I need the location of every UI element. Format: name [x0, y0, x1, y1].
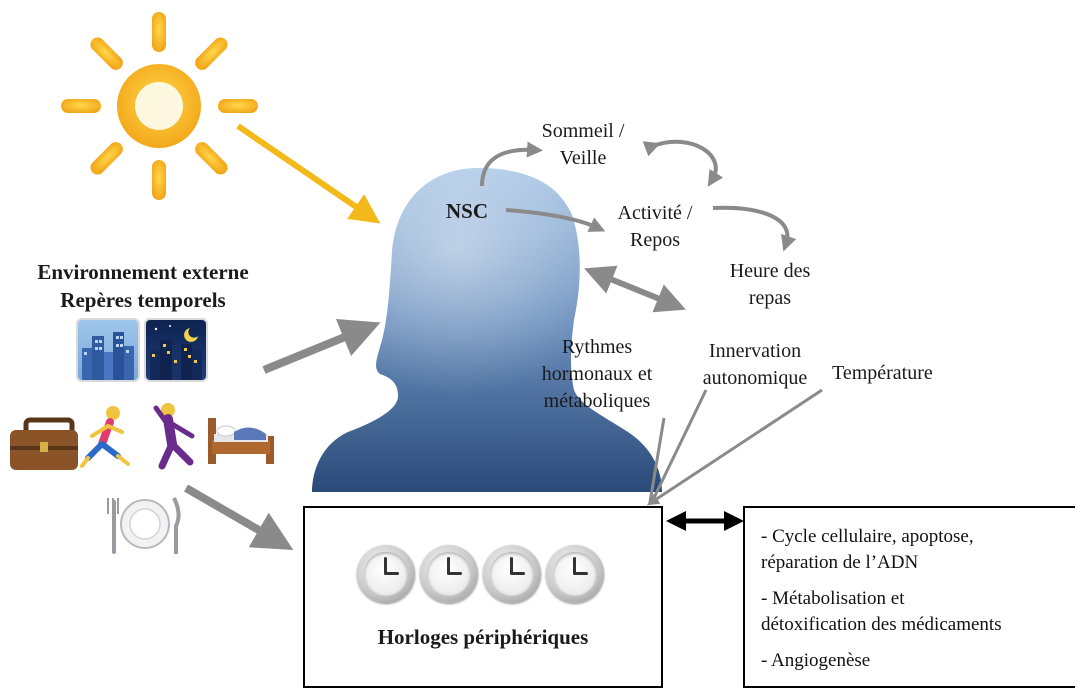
rythmes-line3: métaboliques [543, 390, 651, 412]
temperature-label: Température [832, 362, 933, 384]
sommeil-line1: Sommeil / [541, 120, 625, 142]
head-rhythms-double-arrow [584, 265, 686, 313]
env-line1: Environnement externe [37, 260, 249, 284]
head-silhouette [312, 168, 662, 492]
innervation-line1: Innervation [708, 340, 802, 362]
repas-line1: Heure des [729, 260, 811, 282]
plate-cutlery-icon [107, 497, 181, 554]
nsc-label: NSC [446, 199, 489, 223]
effect-2-line1: - Métabolisation et [761, 588, 905, 609]
innervation-line2: autonomique [702, 367, 808, 389]
activite-line1: Activité / [617, 202, 693, 224]
effect-2-line2: détoxification des médicaments [761, 614, 1002, 635]
bed-icon [208, 418, 274, 464]
sommeil-activite-arrow [642, 139, 724, 187]
nsc-to-sommeil-arrow [480, 141, 543, 187]
heure-repas-label: Heure des repas [710, 258, 830, 312]
innervation-line [650, 389, 708, 503]
env-line2: Repères temporels [60, 288, 226, 312]
sun-arrow [236, 123, 381, 224]
environnement-label: Environnement externe Repères temporels [4, 258, 282, 314]
rythmes-line [648, 417, 666, 503]
sommeil-line2: Veille [559, 147, 607, 169]
sommeil-veille-label: Sommeil / Veille [528, 118, 638, 172]
clock-icon [420, 545, 478, 603]
nsc-to-activite-arrow [505, 208, 606, 232]
activite-repos-label: Activité / Repos [598, 200, 712, 254]
horloges-box [303, 506, 663, 688]
sun-icon [61, 12, 258, 200]
clock-icon [546, 545, 604, 603]
activite-repas-arrow [712, 205, 797, 252]
city-day-icon [78, 320, 138, 380]
env-to-head-arrow [262, 319, 381, 374]
rythmes-line2: hormonaux et [541, 363, 653, 385]
briefcase-icon [10, 417, 78, 470]
rythmes-label: Rythmes hormonaux et métaboliques [522, 334, 672, 415]
effect-1-line2: réparation de l’ADN [761, 552, 919, 573]
horloges-label: Horloges périphériques [377, 625, 589, 649]
rythmes-line1: Rythmes [561, 336, 633, 358]
clock-icon [483, 545, 541, 603]
effects-box: - Cycle cellulaire, apoptose, réparation… [743, 506, 1075, 688]
runner-icon [80, 406, 130, 468]
clock-icon [357, 545, 415, 603]
activite-line2: Repos [630, 229, 680, 251]
effect-1-line1: - Cycle cellulaire, apoptose, [761, 526, 974, 547]
repas-line2: repas [748, 287, 792, 309]
city-night-icon [146, 320, 206, 380]
innervation-label: Innervation autonomique [688, 338, 822, 392]
meal-to-clocks-arrow [183, 484, 294, 551]
effect-3: - Angiogenèse [761, 650, 871, 671]
temperature-line [646, 388, 823, 506]
dancer-icon [153, 403, 195, 470]
